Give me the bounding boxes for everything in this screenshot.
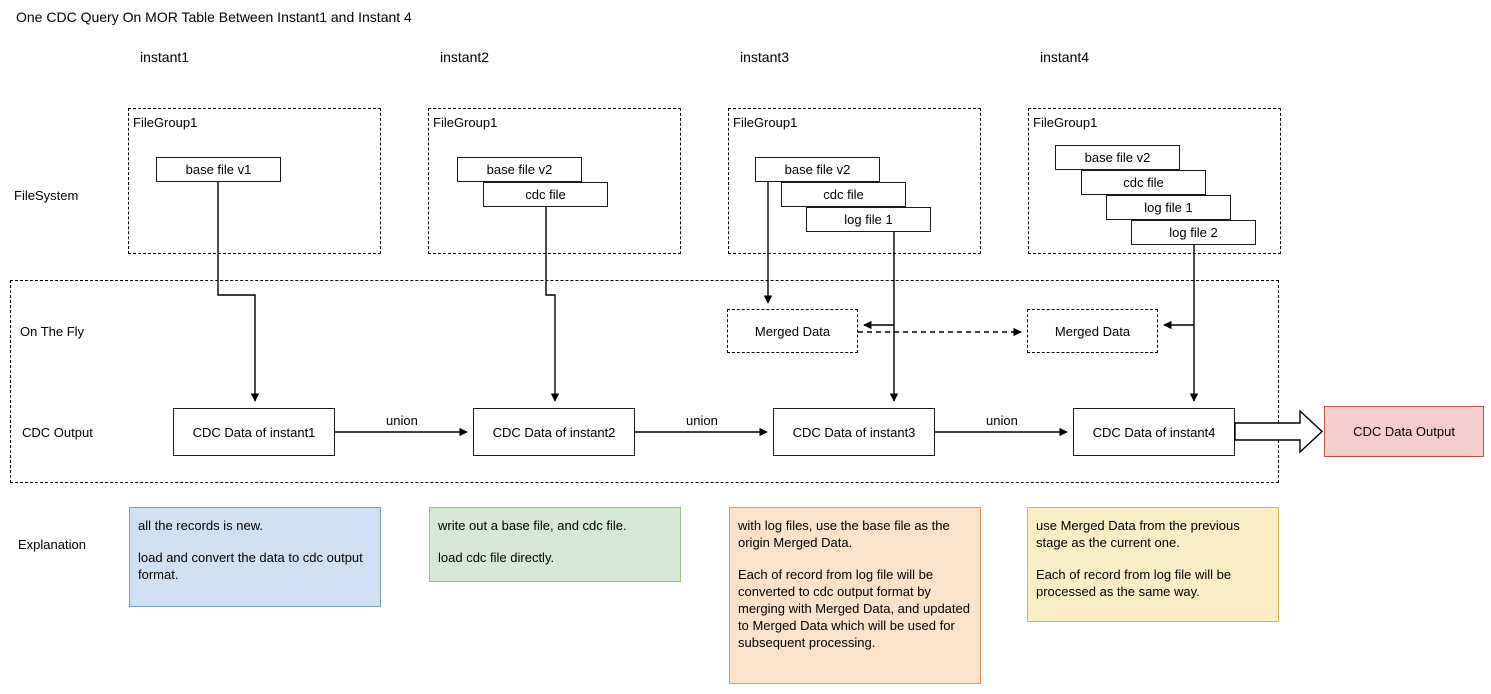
file-box-base-file-v2: base file v2 [1055, 145, 1180, 170]
column-label-instant4: instant4 [1040, 49, 1090, 65]
file-box-cdc-file: cdc file [483, 182, 608, 207]
explanation-box-instant3: with log files, use the base file as the… [729, 507, 981, 684]
file-box-base-file-v2: base file v2 [755, 157, 880, 182]
merged-data-box-instant4: Merged Data [1027, 309, 1158, 353]
file-group-instant3: FileGroup1 [728, 108, 981, 254]
explanation-box-instant4: use Merged Data from the previous stage … [1027, 507, 1279, 622]
cdc-data-output-box: CDC Data Output [1324, 406, 1484, 457]
merged-data-box-instant3: Merged Data [727, 309, 858, 353]
file-box-cdc-file: cdc file [781, 182, 906, 207]
cdc-data-box-instant2: CDC Data of instant2 [473, 408, 635, 456]
union-label-2: union [686, 413, 718, 428]
explanation-box-instant1: all the records is new. load and convert … [129, 507, 381, 607]
file-box-base-file-v1: base file v1 [156, 157, 281, 182]
row-label-filesystem: FileSystem [14, 188, 79, 203]
page-title: One CDC Query On MOR Table Between Insta… [16, 9, 412, 25]
on-the-fly-cdc-container [10, 280, 1279, 483]
explanation-paragraph: Each of record from log file will be pro… [1036, 567, 1232, 599]
explanation-paragraph: use Merged Data from the previous stage … [1036, 518, 1240, 550]
row-label-cdc-output: CDC Output [22, 425, 93, 440]
explanation-paragraph: all the records is new. [138, 518, 264, 533]
file-box-base-file-v2: base file v2 [457, 157, 582, 182]
column-label-instant2: instant2 [440, 49, 490, 65]
row-label-on-the-fly: On The Fly [20, 324, 85, 339]
union-label-1: union [386, 413, 418, 428]
column-label-instant1: instant1 [140, 49, 190, 65]
file-box-log-file-1: log file 1 [806, 207, 931, 232]
explanation-paragraph: Each of record from log file will be con… [738, 567, 970, 650]
explanation-paragraph: write out a base file, and cdc file. [438, 518, 627, 533]
file-box-log-file-1: log file 1 [1106, 195, 1231, 220]
file-group-instant4: FileGroup1 [1028, 108, 1281, 254]
file-group-title: FileGroup1 [1033, 115, 1098, 130]
cdc-data-box-instant3: CDC Data of instant3 [773, 408, 935, 456]
explanation-box-instant2: write out a base file, and cdc file. load… [429, 507, 681, 582]
file-box-log-file-2: log file 2 [1131, 220, 1256, 245]
cdc-data-box-instant4: CDC Data of instant4 [1073, 408, 1235, 456]
explanation-paragraph: load and convert the data to cdc output … [138, 550, 363, 582]
explanation-paragraph: load cdc file directly. [438, 550, 555, 565]
file-group-title: FileGroup1 [133, 115, 198, 130]
union-label-3: union [986, 413, 1018, 428]
explanation-paragraph: with log files, use the base file as the… [738, 518, 950, 550]
file-group-title: FileGroup1 [433, 115, 498, 130]
cdc-data-box-instant1: CDC Data of instant1 [173, 408, 335, 456]
column-label-instant3: instant3 [740, 49, 790, 65]
row-label-explanation: Explanation [18, 537, 86, 552]
file-group-title: FileGroup1 [733, 115, 798, 130]
file-box-cdc-file: cdc file [1081, 170, 1206, 195]
